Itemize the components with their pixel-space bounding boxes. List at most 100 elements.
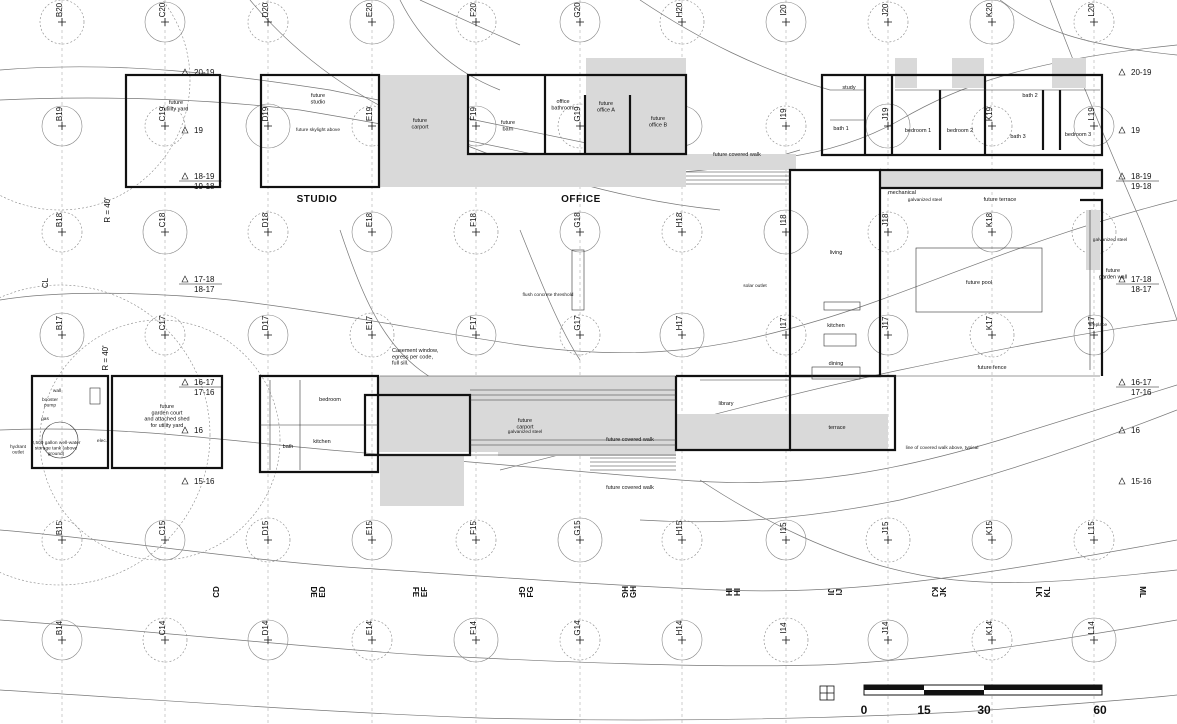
room-living: living (830, 250, 843, 256)
row-band-marker (181, 172, 189, 180)
grid-point-marker (455, 314, 497, 356)
grid-point-marker (41, 211, 83, 253)
row-band-marker (1118, 126, 1126, 134)
grid-point-label: L14 (1087, 621, 1096, 635)
grid-point-label: F17 (469, 316, 478, 330)
grid-point-marker (765, 1, 807, 43)
grid-point-marker (351, 211, 393, 253)
row-band-marker (1118, 275, 1126, 283)
grid-point-marker (247, 1, 289, 43)
label-radius-top: R = 40' (103, 197, 112, 223)
grid-point-label: E17 (365, 315, 374, 330)
row-band-label: 17-18 (194, 275, 215, 284)
note-elec: elec. (97, 438, 107, 444)
grid-point-marker (144, 519, 186, 561)
grid-point-label: I20 (779, 4, 788, 16)
scale-tick-30: 30 (977, 703, 991, 717)
label-centerline: CL (41, 277, 50, 288)
grid-point-label: L17 (1087, 316, 1096, 330)
grid-point-label: J14 (881, 621, 890, 634)
gridline-pair-label: FG (526, 586, 535, 597)
room-bedroom-1: bedroom 1 (905, 128, 931, 134)
gridline-pair-label: ML (1138, 586, 1147, 598)
grid-point-marker (661, 619, 703, 661)
room-dining: dining (829, 361, 844, 367)
interior-details (41, 89, 1100, 471)
gridline-pair-label: FE (411, 587, 420, 598)
grid-point-label: K20 (985, 2, 994, 17)
grid-point-label: D19 (261, 106, 270, 121)
row-band-label: 20-19 (1131, 68, 1152, 77)
grid-point-marker (142, 209, 188, 255)
note-casement-window: Casement window,egress per code,full sil… (392, 348, 439, 367)
gridline-pair-label: EF (420, 587, 429, 597)
row-band-marker (1118, 172, 1126, 180)
grid-point-marker (661, 519, 703, 561)
grid-point-marker (763, 617, 809, 663)
grid-point-marker (1073, 519, 1115, 561)
grid-point-label: H18 (675, 212, 684, 227)
grid-point-label: C18 (158, 212, 167, 227)
note-solar-outlet: solar outlet (743, 283, 767, 289)
grid-point-marker (971, 105, 1013, 147)
grid-point-label: H20 (675, 2, 684, 17)
grid-point-marker (865, 517, 911, 563)
grid-point-marker (971, 619, 1013, 661)
room-terrace: terrace (828, 425, 845, 431)
grid-point-label: C19 (158, 106, 167, 121)
gridline-pair-label: IH (724, 588, 733, 596)
grid-point-label: G17 (573, 315, 582, 331)
grid-point-label: C14 (158, 620, 167, 635)
grid-point-label: F15 (469, 521, 478, 535)
grid-point-marker (659, 0, 705, 45)
grid-point-marker (349, 0, 395, 45)
grid-point-marker (39, 0, 85, 45)
row-band-label-flipped: 18-17 (1131, 285, 1152, 294)
grid-point-label: F19 (469, 107, 478, 121)
grid-point-marker (559, 211, 601, 253)
grid-point-label: I15 (779, 522, 788, 534)
grid-point-label: H17 (675, 315, 684, 330)
walk-future-covered-mid: future covered walk (606, 437, 654, 443)
room-bedroom-small: bedroom (319, 397, 341, 403)
grid-point-label: H14 (675, 620, 684, 635)
grid-point-label: I19 (779, 108, 788, 120)
note-galvanized-steel-right: galvanized steel (1093, 237, 1127, 243)
row-band-marker (181, 126, 189, 134)
row-band-marker (181, 477, 189, 485)
note-future-skylight: future skylight above (296, 127, 340, 133)
grid-point-label: E14 (365, 620, 374, 635)
room-future-fence: future fence (977, 365, 1006, 371)
grid-point-label: E18 (365, 212, 374, 227)
note-line-of-covered-walk: line of covered walk above, typical (906, 445, 979, 451)
room-kitchen-small: kitchen (313, 439, 330, 445)
note-galvanized-steel: galvanized steel (908, 197, 942, 203)
grid-point-label: B17 (55, 315, 64, 330)
grid-point-marker (763, 209, 809, 255)
grid-point-label: D20 (261, 2, 270, 17)
grid-point-marker (559, 1, 601, 43)
grid-point-label: K14 (985, 620, 994, 635)
gridline-pair-label: KJ (930, 587, 939, 597)
grid-point-marker (867, 619, 909, 661)
grid-point-marker (39, 312, 85, 358)
note-fireplace: fireplace (1089, 322, 1107, 328)
grid-point-label: K19 (985, 106, 994, 121)
grid-point-marker (1073, 314, 1115, 356)
row-band-label: 16 (1131, 426, 1140, 435)
room-future-terrace: future terrace (984, 197, 1017, 203)
grid-column-lines (61, 0, 1095, 724)
grid-point-marker (557, 517, 603, 563)
scale-bar: 0 15 30 60 (861, 684, 1107, 717)
gridline-pair-label: LK (1034, 587, 1043, 598)
